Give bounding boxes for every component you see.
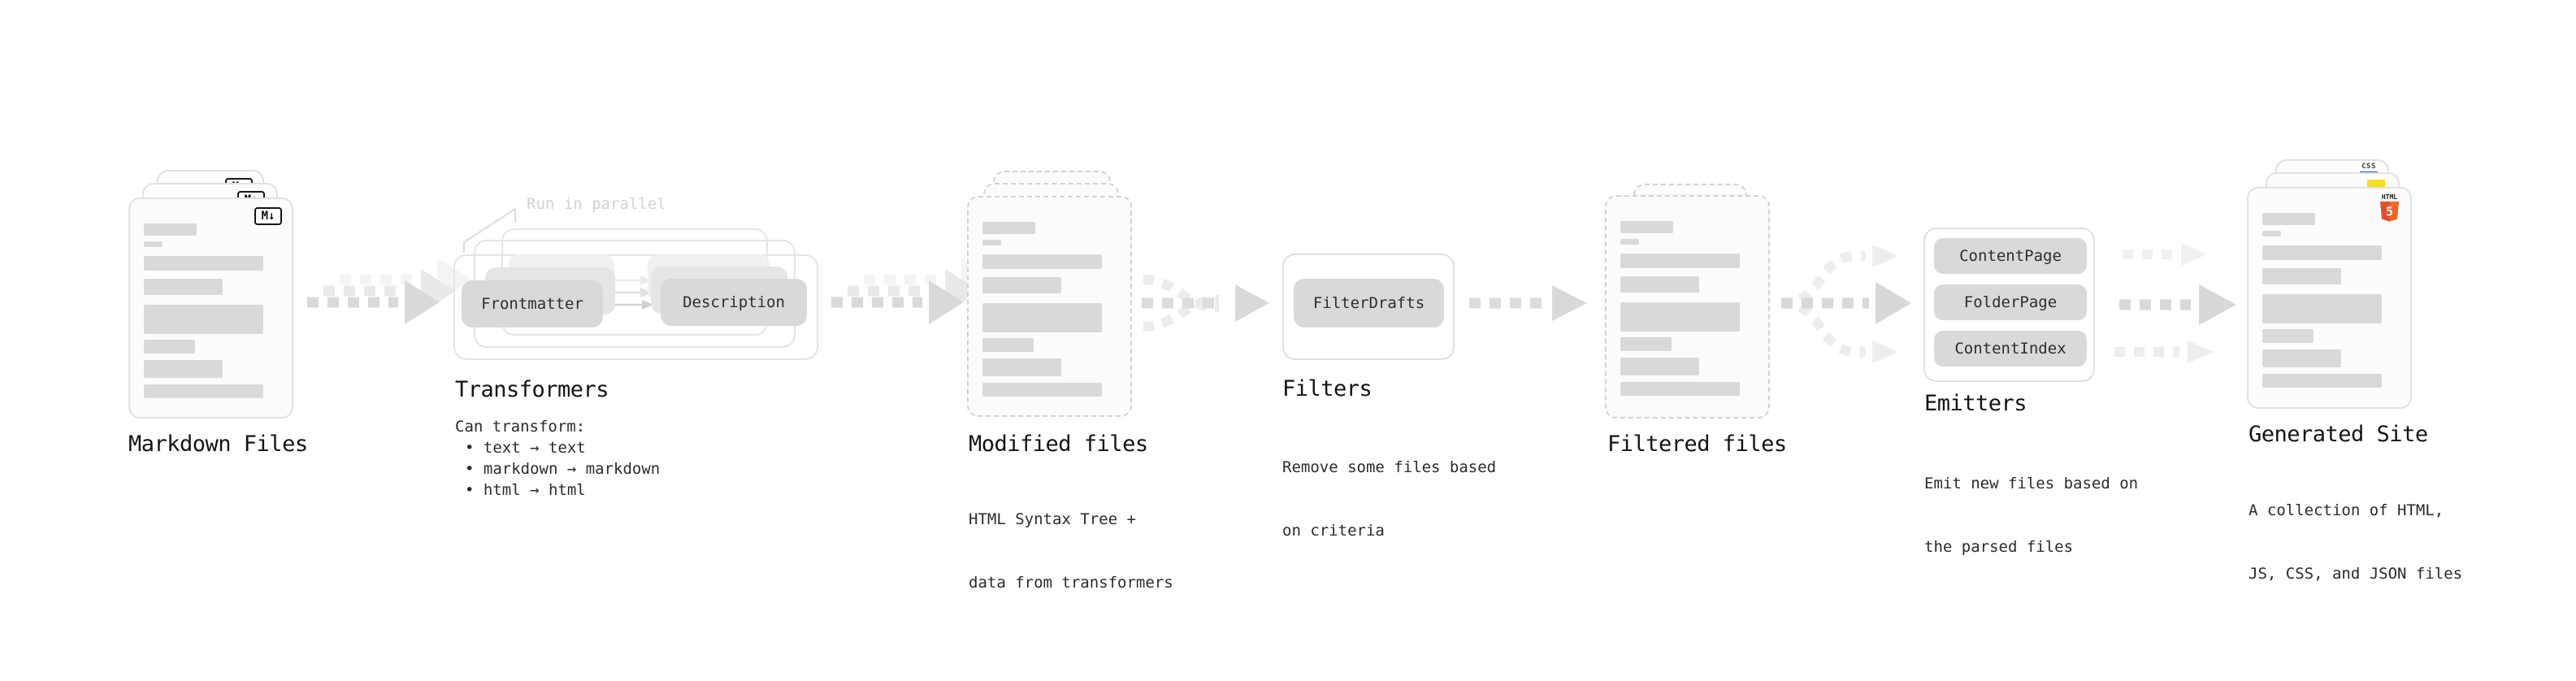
document-placeholder-bars [1607, 197, 1768, 417]
stage-title-markdown-files: Markdown Files [128, 432, 308, 457]
transformers-bullet: • text → text [465, 439, 586, 457]
transformer-pill-description: Description [661, 279, 807, 326]
placeholder-bar [2262, 329, 2314, 343]
html5-icon: HTML 5 [2380, 193, 2399, 222]
document-placeholder-bars [130, 199, 292, 417]
generated-site-desc-line: A collection of HTML, [2249, 501, 2444, 519]
placeholder-bar [982, 338, 1034, 352]
placeholder-bar [1620, 302, 1740, 332]
modified-file-card [967, 196, 1132, 417]
placeholder-bar [982, 358, 1061, 376]
placeholder-bar [2262, 374, 2382, 388]
run-in-parallel-note: Run in parallel [527, 195, 666, 213]
placeholder-bar [2262, 231, 2281, 236]
placeholder-bar [144, 360, 223, 378]
filters-desc-line: Remove some files based [1282, 458, 1497, 476]
emitters-desc-line: Emit new files based on [1924, 475, 2139, 492]
placeholder-bar [1620, 239, 1639, 245]
placeholder-bar [144, 384, 263, 398]
transformers-bullet: • markdown → markdown [465, 460, 661, 478]
stage-title-emitters: Emitters [1924, 391, 2027, 416]
placeholder-bar [2262, 294, 2382, 323]
placeholder-bar [1620, 382, 1740, 396]
markdown-icon: M↓ [254, 207, 282, 225]
markdown-file-card: M↓ [128, 197, 293, 419]
placeholder-bar [144, 340, 195, 354]
modified-files-desc-line: data from transformers [969, 574, 1173, 592]
placeholder-bar [144, 305, 263, 334]
placeholder-bar [982, 303, 1102, 332]
document-placeholder-bars [2249, 189, 2410, 407]
generated-site-desc-line: JS, CSS, and JSON files [2249, 565, 2463, 583]
placeholder-bar [982, 277, 1061, 293]
transformer-frame-front [453, 254, 818, 360]
placeholder-bar [1620, 358, 1699, 375]
placeholder-bar [144, 241, 163, 247]
emitter-pill-folderpage: FolderPage [1934, 284, 2087, 320]
arrow-markdown-to-transformers [307, 258, 472, 324]
stage-title-generated-site: Generated Site [2249, 422, 2428, 447]
placeholder-bar [1620, 221, 1673, 233]
stage-title-filters: Filters [1282, 376, 1373, 401]
emitters-desc-line: the parsed files [1924, 538, 2074, 556]
transformers-bullet: • html → html [465, 481, 586, 499]
placeholder-bar [1620, 337, 1672, 351]
placeholder-bar [1620, 276, 1699, 293]
placeholder-bar [982, 222, 1035, 234]
html5-icon-number: 5 [2386, 205, 2393, 219]
transformer-pill-frontmatter: Frontmatter [462, 280, 603, 327]
modified-files-desc-line: HTML Syntax Tree + [969, 510, 1136, 528]
arrow-filters-to-filtered [1469, 285, 1587, 321]
placeholder-bar [2262, 349, 2341, 367]
placeholder-bar [982, 254, 1102, 269]
placeholder-bar [144, 256, 263, 271]
placeholder-bar [144, 223, 197, 236]
filter-pill-filterdrafts: FilterDrafts [1294, 279, 1444, 327]
js-icon [2367, 180, 2385, 189]
emitter-pill-contentpage: ContentPage [1934, 238, 2087, 274]
html5-shield-right [2389, 202, 2399, 222]
placeholder-bar [982, 240, 1001, 245]
generated-site-card: HTML 5 [2247, 187, 2412, 409]
filters-description: Remove some files based on criteria [1282, 414, 1496, 583]
emitter-pill-contentindex: ContentIndex [1934, 331, 2087, 367]
generated-site-description: A collection of HTML, JS, CSS, and JSON … [2249, 458, 2462, 627]
stage-title-filtered-files: Filtered files [1607, 432, 1787, 457]
modified-files-description: HTML Syntax Tree + data from transformer… [969, 466, 1173, 635]
arrow-emitters-to-generated [2114, 243, 2236, 363]
filters-desc-line: on criteria [1282, 522, 1385, 540]
stage-title-transformers: Transformers [455, 377, 609, 402]
transformers-desc-heading: Can transform: [455, 418, 586, 436]
arrow-filtered-to-emitters [1780, 245, 1911, 363]
html5-icon-label: HTML [2382, 193, 2397, 201]
css-icon-label: CSS [2361, 163, 2376, 171]
filtered-file-card [1605, 195, 1770, 419]
placeholder-bar [144, 279, 223, 295]
placeholder-bar [1620, 254, 1740, 268]
placeholder-bar [982, 383, 1102, 397]
placeholder-bar [2262, 213, 2315, 225]
arrow-modified-to-filters [1142, 275, 1269, 332]
emitters-description: Emit new files based on the parsed files [1924, 431, 2138, 600]
stage-title-modified-files: Modified files [969, 432, 1148, 457]
placeholder-bar [2262, 245, 2382, 260]
document-placeholder-bars [969, 197, 1130, 415]
placeholder-bar [2262, 268, 2341, 284]
